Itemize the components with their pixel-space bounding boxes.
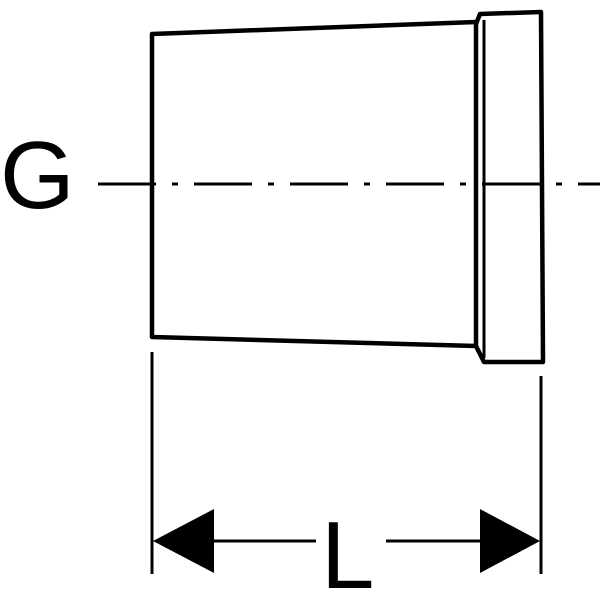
arrowhead-right-icon (480, 509, 540, 573)
socket-collar-outline (473, 9, 546, 365)
arrowhead-left-icon (153, 509, 214, 573)
diameter-label: G (0, 122, 75, 229)
length-label: L (321, 502, 374, 600)
